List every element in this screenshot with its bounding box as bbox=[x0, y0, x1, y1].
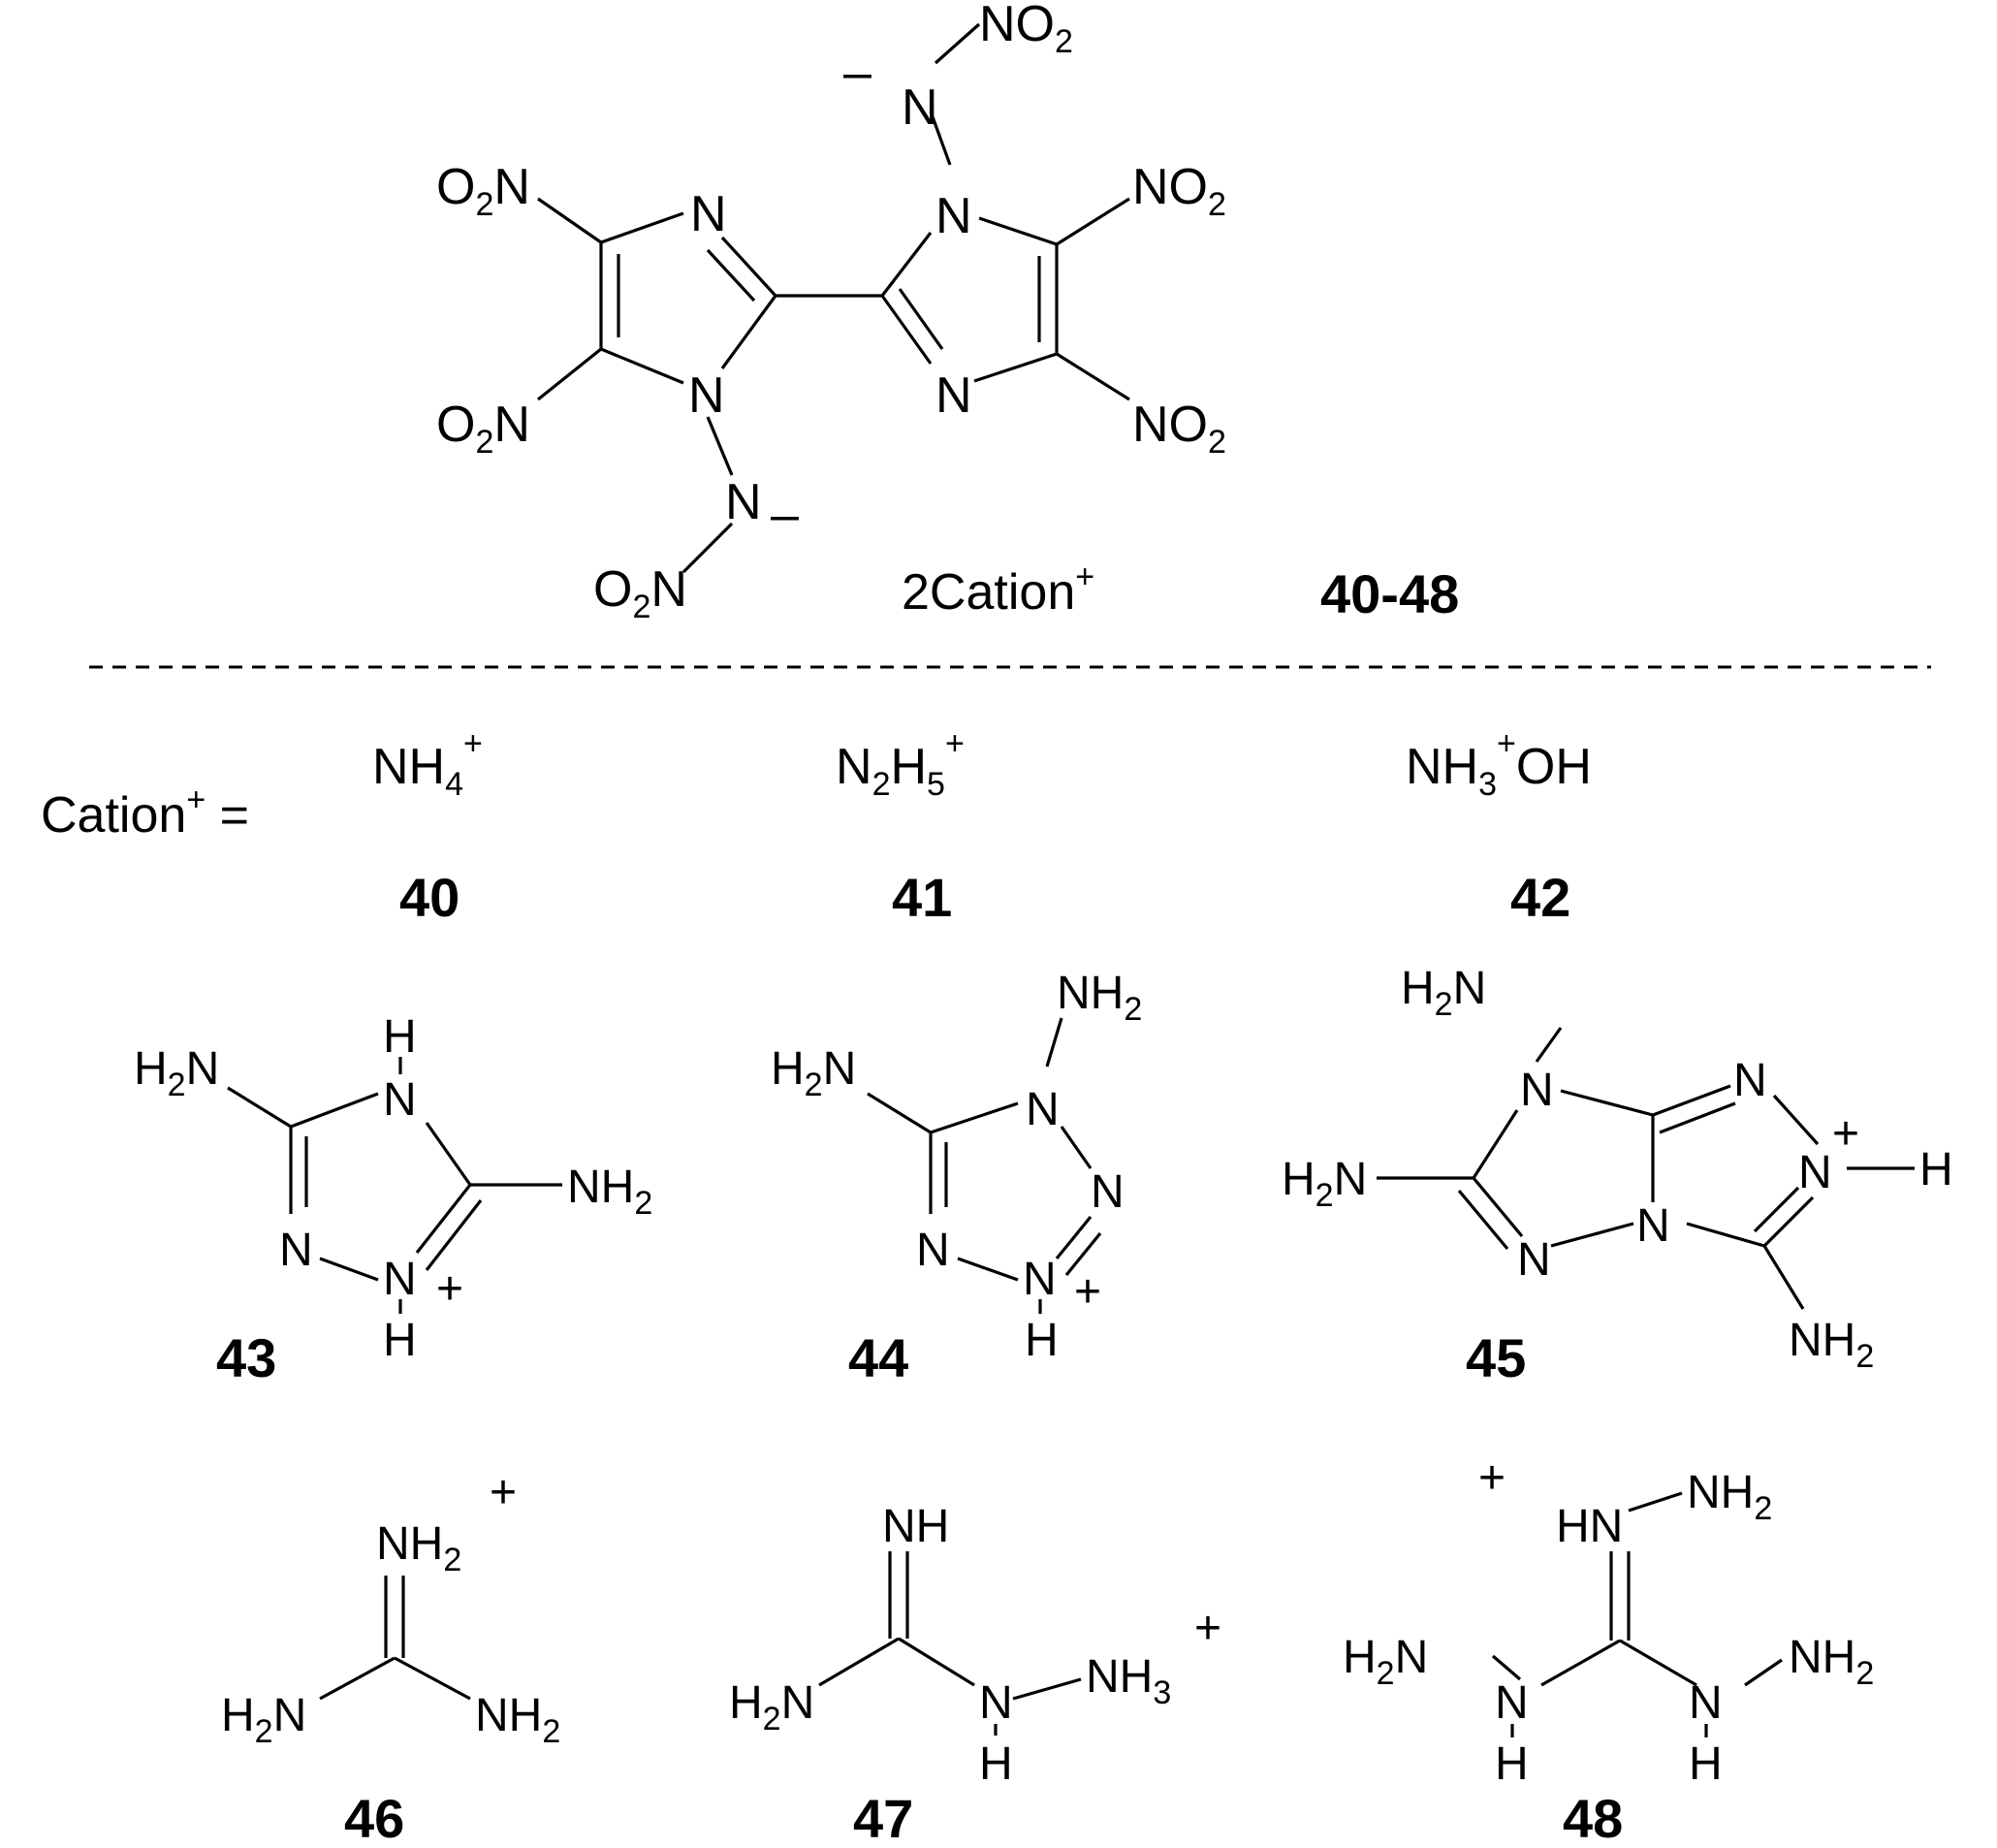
ring-n-right-top: N bbox=[935, 188, 972, 244]
svg-text:H2N: H2N bbox=[729, 1677, 814, 1737]
nitro-left-upper: O2N bbox=[436, 159, 530, 223]
cation-header: Cation+ = bbox=[41, 781, 249, 844]
svg-text:NH2: NH2 bbox=[1789, 1632, 1874, 1692]
nitro-bottom: O2N bbox=[593, 561, 687, 625]
svg-text:N: N bbox=[1023, 1254, 1057, 1305]
cation-47: NH H2N N H NH3 + 47 bbox=[729, 1501, 1221, 1848]
svg-text:+: + bbox=[1832, 1108, 1859, 1160]
label-45: 45 bbox=[1466, 1327, 1526, 1388]
svg-text:H: H bbox=[383, 1315, 417, 1366]
svg-text:NH3: NH3 bbox=[1086, 1651, 1171, 1711]
svg-text:N: N bbox=[383, 1074, 417, 1126]
svg-text:+: + bbox=[1194, 1603, 1221, 1654]
nitro-top: NO2 bbox=[979, 0, 1073, 60]
svg-text:N: N bbox=[1689, 1677, 1723, 1729]
svg-text:H: H bbox=[1919, 1144, 1953, 1195]
minus-bottom: – bbox=[771, 487, 799, 543]
svg-text:Cation+ =: Cation+ = bbox=[41, 781, 249, 844]
cation-48: HN NH2 H2N N H N H NH2 + 48 bbox=[1343, 1452, 1874, 1848]
svg-text:NH: NH bbox=[882, 1501, 949, 1552]
svg-text:N: N bbox=[1520, 1065, 1554, 1116]
cation-40: NH4+ 40 bbox=[372, 725, 483, 928]
svg-text:N: N bbox=[916, 1225, 950, 1276]
svg-text:H: H bbox=[1025, 1315, 1059, 1366]
svg-text:NH2: NH2 bbox=[567, 1162, 652, 1222]
label-47: 47 bbox=[853, 1788, 913, 1848]
svg-text:H2N: H2N bbox=[1282, 1154, 1367, 1214]
svg-text:NH3+OH: NH3+OH bbox=[1406, 725, 1592, 803]
svg-text:H2N: H2N bbox=[771, 1043, 856, 1103]
svg-text:NH2: NH2 bbox=[475, 1690, 560, 1750]
svg-text:HN: HN bbox=[1556, 1501, 1623, 1552]
amide-n-bottom: N bbox=[725, 474, 762, 530]
svg-text:N: N bbox=[1091, 1166, 1125, 1218]
cation-46: NH2 H2N NH2 + 46 bbox=[221, 1467, 560, 1848]
svg-text:+: + bbox=[490, 1467, 517, 1518]
svg-text:N: N bbox=[1026, 1084, 1060, 1135]
svg-text:H2N: H2N bbox=[1343, 1632, 1428, 1692]
svg-text:H2N: H2N bbox=[1401, 963, 1486, 1023]
cation-41: N2H5+ 41 bbox=[836, 725, 965, 928]
svg-text:H: H bbox=[1495, 1738, 1529, 1790]
ring-n-right-bottom: N bbox=[935, 367, 972, 424]
nitro-right-upper: NO2 bbox=[1132, 159, 1226, 223]
label-46: 46 bbox=[344, 1788, 404, 1848]
cation-45: N N N + H N N H2N H2N NH2 45 bbox=[1282, 963, 1953, 1388]
svg-text:H: H bbox=[979, 1738, 1013, 1790]
svg-text:H2N: H2N bbox=[221, 1690, 306, 1750]
svg-text:NO2: NO2 bbox=[1132, 159, 1226, 223]
svg-text:N: N bbox=[1517, 1234, 1551, 1286]
label-41: 41 bbox=[892, 867, 952, 928]
cation-42: NH3+OH 42 bbox=[1406, 725, 1592, 928]
ring-n-left-bottom: N bbox=[688, 367, 725, 424]
svg-text:+: + bbox=[436, 1263, 463, 1315]
svg-text:NH2: NH2 bbox=[1789, 1315, 1874, 1375]
label-43: 43 bbox=[216, 1327, 276, 1388]
svg-text:O2N: O2N bbox=[436, 397, 530, 461]
svg-text:NH2: NH2 bbox=[1057, 968, 1142, 1028]
nitro-left-lower: O2N bbox=[436, 397, 530, 461]
svg-text:N: N bbox=[1798, 1147, 1832, 1198]
cation-43: H N N N H + H2N NH2 43 bbox=[134, 1011, 652, 1388]
compound-range-label: 40-48 bbox=[1320, 563, 1459, 624]
amide-n-top: N bbox=[902, 80, 938, 136]
svg-text:NH4+: NH4+ bbox=[372, 725, 483, 803]
svg-text:N: N bbox=[1495, 1677, 1529, 1729]
svg-text:N2H5+: N2H5+ bbox=[836, 725, 965, 803]
svg-text:NH2: NH2 bbox=[1687, 1467, 1772, 1527]
label-44: 44 bbox=[848, 1327, 908, 1388]
svg-text:O2N: O2N bbox=[593, 561, 687, 625]
cation-44: N N N N H + H2N NH2 44 bbox=[771, 968, 1142, 1388]
svg-text:NO2: NO2 bbox=[1132, 397, 1226, 461]
svg-text:H: H bbox=[383, 1011, 417, 1063]
svg-text:H: H bbox=[1689, 1738, 1723, 1790]
nitro-right-lower: NO2 bbox=[1132, 397, 1226, 461]
svg-text:O2N: O2N bbox=[436, 159, 530, 223]
ring-n-left-top: N bbox=[690, 186, 727, 242]
svg-text:N: N bbox=[279, 1225, 313, 1276]
svg-text:+: + bbox=[1478, 1452, 1506, 1504]
svg-text:N: N bbox=[1733, 1055, 1767, 1106]
counterion-label: 2Cation+ bbox=[902, 558, 1094, 621]
svg-text:H2N: H2N bbox=[134, 1043, 219, 1103]
label-42: 42 bbox=[1510, 867, 1570, 928]
svg-text:NH2: NH2 bbox=[376, 1518, 461, 1578]
svg-text:NO2: NO2 bbox=[979, 0, 1073, 60]
minus-top: – bbox=[843, 45, 872, 101]
label-48: 48 bbox=[1563, 1788, 1623, 1848]
svg-text:N: N bbox=[383, 1254, 417, 1305]
svg-text:N: N bbox=[1636, 1200, 1670, 1252]
label-40: 40 bbox=[399, 867, 460, 928]
bis-imidazole-dianion: O2N O2N O2N NO2 NO2 NO2 N N N N N – N – … bbox=[436, 0, 1459, 625]
svg-text:N: N bbox=[979, 1677, 1013, 1729]
svg-text:+: + bbox=[1074, 1266, 1101, 1318]
